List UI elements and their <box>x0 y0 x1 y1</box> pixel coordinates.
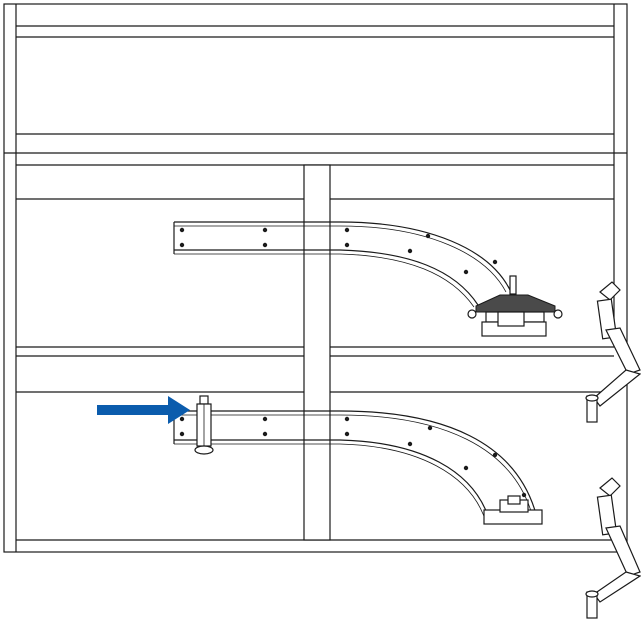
screw-hole <box>463 269 469 275</box>
upper-hinge-arm <box>585 281 641 423</box>
pivot-pin <box>509 275 517 295</box>
insertion-arrow <box>97 396 190 424</box>
lower-end-stop <box>483 495 543 525</box>
vertical-post-connector <box>194 395 214 455</box>
screw-hole <box>179 242 185 248</box>
hinge-link <box>605 327 641 375</box>
screw-hole <box>521 492 527 498</box>
cabinet-outer-wall <box>3 3 628 553</box>
center-divider <box>303 164 331 541</box>
carriage-plate <box>475 294 556 313</box>
screw-hole <box>427 425 433 431</box>
screw-hole <box>425 233 431 239</box>
screw-hole <box>344 431 350 437</box>
hinge-link <box>605 525 641 577</box>
screw-hole <box>492 452 498 458</box>
upper-curved-rail <box>173 221 511 308</box>
screw-hole <box>407 248 413 254</box>
screw-hole <box>179 416 185 422</box>
lower-curved-rail <box>173 410 539 523</box>
screw-hole <box>262 242 268 248</box>
post-base <box>194 445 214 455</box>
screw-hole <box>344 416 350 422</box>
screw-hole <box>179 227 185 233</box>
roller-wheel <box>553 309 563 319</box>
lower-hinge-arm <box>585 477 641 619</box>
screw-hole <box>492 259 498 265</box>
screw-hole <box>463 465 469 471</box>
screw-hole <box>262 431 268 437</box>
upper-carriage <box>467 275 563 337</box>
screw-hole <box>179 431 185 437</box>
screw-hole <box>407 441 413 447</box>
screw-hole <box>262 227 268 233</box>
screw-hole <box>344 227 350 233</box>
screw-hole <box>344 242 350 248</box>
roller-wheel <box>467 309 477 319</box>
blue-arrow-icon <box>97 396 190 424</box>
screw-hole <box>262 416 268 422</box>
